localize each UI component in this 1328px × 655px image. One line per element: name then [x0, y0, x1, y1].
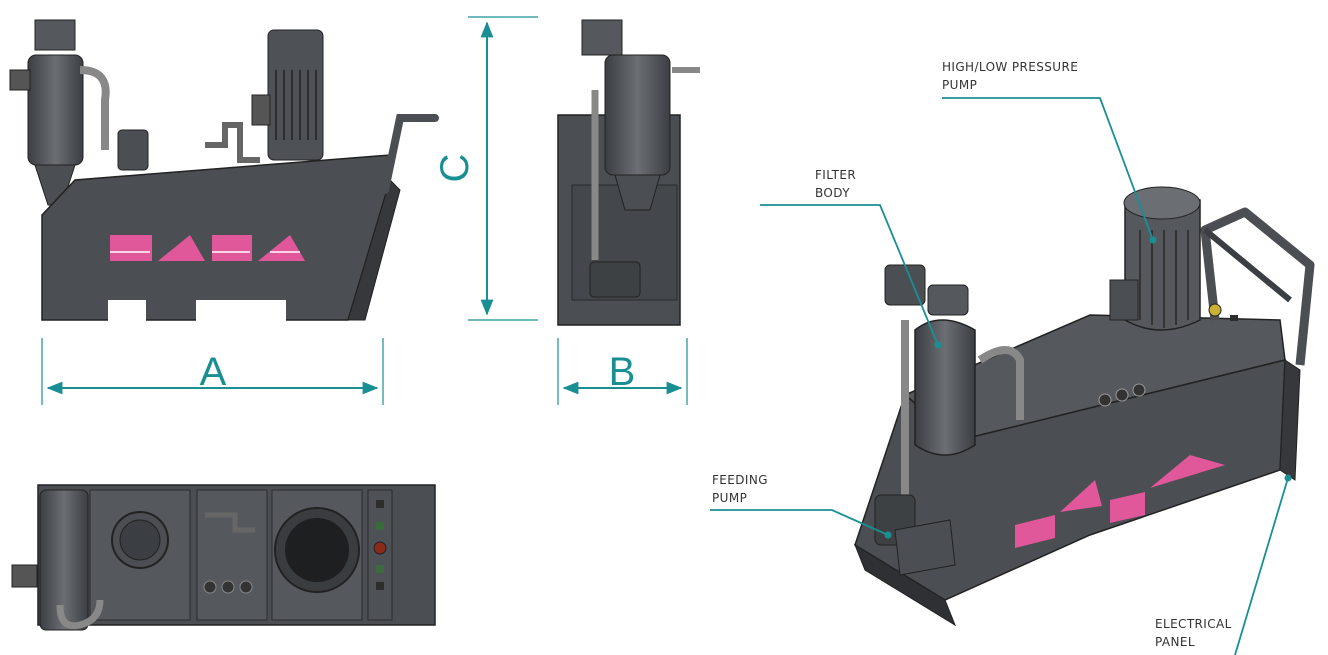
callout-pump: HIGH/LOW PRESSURE PUMP: [942, 60, 1079, 92]
dim-a-label: A: [200, 350, 227, 394]
callout-electrical: ELECTRICAL PANEL: [1155, 617, 1232, 649]
pump-leader: [942, 97, 1154, 241]
fama-logo-front: [110, 235, 305, 261]
dim-c-label: C: [433, 154, 477, 183]
isometric-view: [853, 186, 1315, 627]
front-view: [9, 19, 439, 322]
iso-filter: [914, 319, 976, 456]
fama-logo-iso: [1015, 455, 1225, 548]
dim-b-label: B: [609, 350, 636, 394]
side-view: [557, 19, 700, 326]
feeding-leader: [710, 509, 889, 536]
top-view: [11, 484, 436, 631]
filter-leader: [760, 204, 939, 346]
filter-body: [27, 54, 84, 166]
callout-feeding: FEEDING PUMP: [712, 473, 768, 505]
electrical-leader: [1234, 477, 1289, 655]
callout-filter: FILTER BODY: [815, 168, 857, 200]
filter-top: [34, 19, 76, 51]
